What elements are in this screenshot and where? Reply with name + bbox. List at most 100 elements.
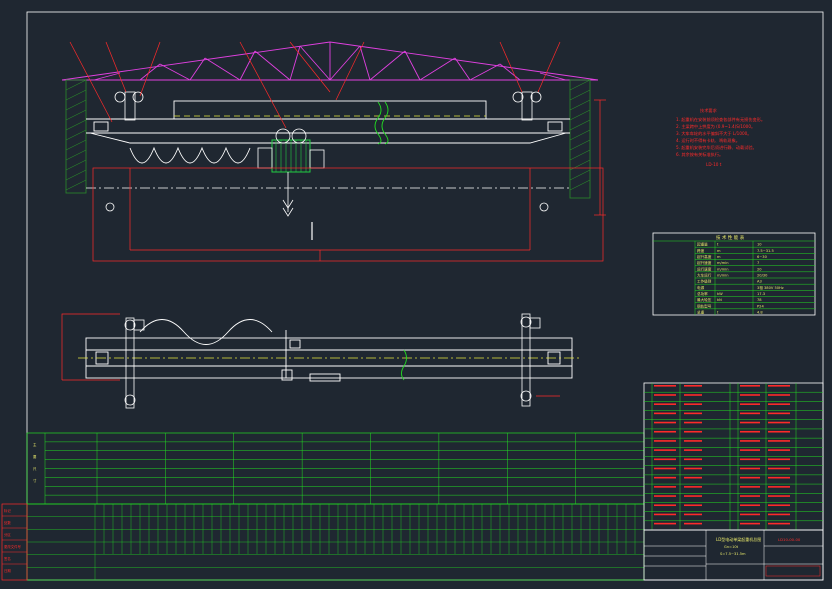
festoon-cable	[129, 146, 251, 164]
bom-cell-marking	[768, 403, 790, 405]
revision-label: 日期	[4, 568, 11, 573]
bom-cell-marking	[740, 430, 760, 433]
left-end-carriage	[114, 91, 144, 121]
param-name: 工作级别	[697, 279, 712, 284]
drawing-frame	[26, 11, 824, 581]
title-block: LD型电动单梁起重机总图 Gn=10t S=7.5~31.5m LD10-00-…	[643, 529, 824, 581]
bom-cell-marking	[768, 440, 790, 442]
bom-cell-marking	[740, 504, 760, 507]
title-block-span: S=7.5~31.5m	[720, 552, 746, 556]
bom-cell-marking	[768, 449, 790, 451]
bom-cell-marking	[740, 394, 760, 396]
revision-label: 标记	[4, 508, 11, 513]
bom-cell-marking	[768, 486, 790, 488]
bom-cell-marking	[740, 412, 760, 415]
bom-cell-marking	[654, 467, 676, 470]
bom-cell-marking	[654, 486, 676, 488]
dims-side-label: 寸	[33, 478, 37, 483]
title-block-capacity: Gn=10t	[724, 545, 739, 549]
bom-cell-marking	[768, 513, 790, 516]
bom-cell-marking	[740, 385, 760, 387]
bom-cell-marking	[654, 449, 676, 451]
bom-cell-marking	[684, 403, 702, 405]
bom-cell-marking	[654, 440, 676, 442]
param-name: 最大轮压	[697, 297, 712, 302]
bom-cell-marking	[684, 449, 702, 451]
bom-cell-marking	[740, 495, 760, 497]
bom-cell-marking	[740, 467, 760, 470]
param-name: 跨度	[697, 248, 705, 253]
param-value: 20/30	[757, 273, 768, 277]
param-unit: m	[717, 249, 721, 253]
bom-cell-marking	[654, 394, 676, 396]
param-unit: m/min	[717, 273, 729, 277]
bom-cell-marking	[740, 449, 760, 451]
bom-cell-marking	[768, 385, 790, 387]
param-name: 起重量	[697, 242, 708, 247]
bom-cell-marking	[740, 476, 760, 479]
revision-label: 处数	[4, 520, 11, 525]
param-unit: kN	[717, 298, 722, 302]
plan-right-end-carriage	[520, 313, 541, 407]
param-value: 6~30	[757, 255, 768, 259]
parameter-table-header: 技 术 性 能 表	[716, 234, 745, 241]
bom-cell-marking	[768, 430, 790, 433]
bom-cell-marking	[654, 421, 676, 424]
roof-truss	[61, 41, 599, 81]
tech-requirement-5: 5. 起重机安装完毕后须进行静、动载试验。	[676, 144, 757, 151]
dims-side-label: 主	[33, 442, 37, 447]
param-value: 20	[757, 267, 762, 271]
tech-requirement-2: 2. 主梁跨中上拱度为 (0.9~1.4)S/1000。	[676, 123, 755, 130]
plan-left-end-carriage	[124, 317, 145, 409]
param-value: 3相 380V 50Hz	[757, 285, 784, 290]
bom-cell-marking	[654, 513, 676, 516]
bom-cell-marking	[768, 458, 790, 461]
dims-side-label: 要	[33, 454, 37, 459]
tech-requirement-4: 4. 运行时不得有卡轨、啃轨现象。	[676, 137, 740, 144]
bom-cell-marking	[684, 458, 702, 461]
bom-cell-marking	[768, 421, 790, 424]
param-unit: m/min	[717, 267, 729, 271]
param-name: 大车运行	[697, 272, 712, 277]
right-end-carriage	[512, 91, 542, 121]
param-name: 总功率	[697, 291, 708, 296]
bom-cell-marking	[768, 394, 790, 396]
bom-cell-marking	[684, 486, 702, 488]
bom-cell-marking	[684, 440, 702, 442]
bom-cell-marking	[654, 430, 676, 433]
technical-requirements: 技术要求 1. 起重机在安装前须检查各部件有无损伤变形。 2. 主梁跨中上拱度为…	[676, 107, 765, 167]
revision-label: 签名	[4, 556, 11, 561]
param-name: 电源	[697, 285, 705, 290]
bom-cell-marking	[768, 522, 790, 525]
param-value: P24	[757, 304, 764, 308]
param-value: 17.3	[757, 292, 765, 296]
bom-cell-marking	[684, 394, 702, 396]
bom-cell-marking	[768, 495, 790, 497]
bom-cell-marking	[654, 385, 676, 387]
bom-cell-marking	[654, 476, 676, 479]
elevation-dimensions	[69, 41, 606, 262]
tech-requirement-3: 3. 大车车轮的水平偏斜不大于 L/1000。	[676, 130, 752, 137]
param-name: 总重	[697, 309, 705, 314]
left-wall	[65, 79, 87, 194]
bom-cell-marking	[740, 421, 760, 424]
bom-cell-marking	[684, 495, 702, 497]
param-value: 7	[757, 261, 759, 265]
tech-requirement-1: 1. 起重机在安装前须检查各部件有无损伤变形。	[676, 116, 765, 123]
revision-label: 分区	[4, 532, 11, 537]
plan-view	[61, 313, 580, 409]
param-unit: m	[717, 255, 721, 259]
tech-requirement-6: 6. 其余按有关标准执行。	[676, 151, 723, 158]
bom-table	[643, 382, 824, 531]
rail-supports	[86, 187, 570, 212]
bom-cell-marking	[654, 504, 676, 507]
plan-dimensions	[61, 313, 560, 397]
param-unit: m/min	[717, 261, 729, 265]
plan-festoon-cable	[139, 319, 273, 345]
param-name: 运行速度	[697, 266, 712, 271]
dims-side-label: 尺	[33, 467, 37, 471]
